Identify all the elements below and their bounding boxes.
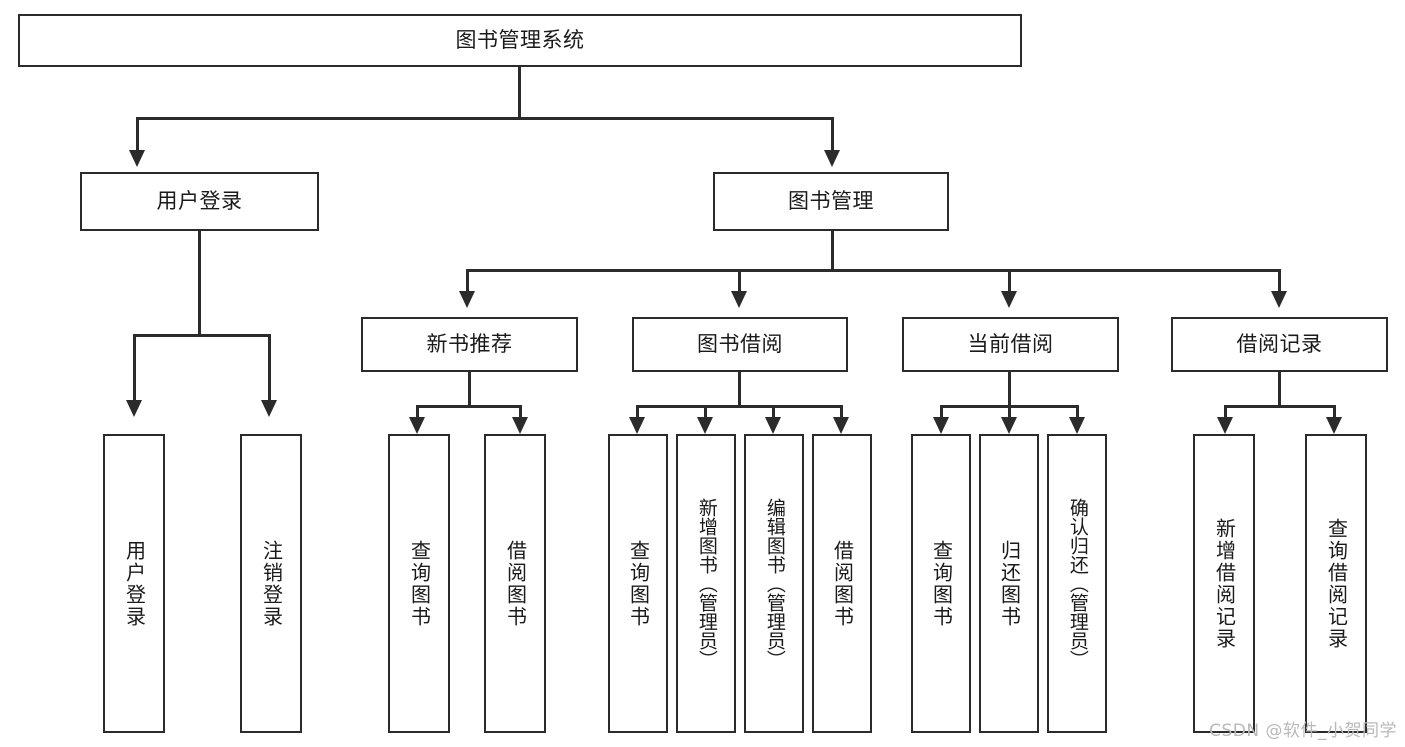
node-root-book-management-system[interactable]: 图书管理系统 [18,14,1022,67]
arrowhead-to-borrow-record [1271,291,1287,308]
arrowhead-to-login [126,400,142,417]
edge-current-borrow-stem [1008,372,1011,407]
node-label: 图书借阅 [697,331,783,356]
node-label: 注销登录 [259,539,284,628]
arrowhead-nb-query [409,417,425,434]
leaf-bb-add-book-admin[interactable]: 新增图书（管理员） [676,434,736,733]
node-label: 用户登录 [156,188,243,213]
edge-root-to-book-management [831,117,834,153]
edge-bb-to-borrow [840,405,843,419]
edge-user-login-bus [133,334,270,337]
arrowhead-bb-add [697,417,713,434]
edge-br-to-query [1333,405,1336,419]
node-book-management[interactable]: 图书管理 [713,172,949,231]
edge-bb-to-edit [772,405,775,419]
csdn-watermark: CSDN @软件_小贺同学 [1209,721,1397,741]
edge-book-management-bus [466,269,1280,272]
edge-root-to-user-login [136,117,139,153]
edge-bm-to-new-book [466,269,469,293]
arrowhead-nb-borrow [512,417,528,434]
edge-user-login-to-logout [268,334,271,402]
leaf-br-add-record[interactable]: 新增借阅记录 [1193,434,1255,733]
node-label: 新书推荐 [426,331,513,356]
node-label: 查询借阅记录 [1324,517,1349,650]
arrowhead-cb-return [1001,417,1017,434]
arrowhead-to-book-management [824,150,840,167]
edge-bb-to-query [636,405,639,419]
edge-user-login-stem [198,231,201,336]
node-label: 图书管理 [788,188,874,213]
edge-book-borrow-stem [738,372,741,407]
leaf-cb-return-book[interactable]: 归还图书 [979,434,1039,733]
node-label: 借阅图书 [503,539,528,628]
node-label: 借阅记录 [1236,331,1323,356]
leaf-bb-edit-book-admin[interactable]: 编辑图书（管理员） [744,434,804,733]
edge-book-borrow-bus [636,405,842,408]
node-label: 图书管理系统 [455,27,585,52]
edge-br-to-add [1224,405,1227,419]
node-label: 归还图书 [997,539,1022,628]
edge-new-book-bus [416,405,522,408]
arrowhead-to-new-book [459,291,475,308]
leaf-logout[interactable]: 注销登录 [240,434,302,733]
leaf-nb-query-book[interactable]: 查询图书 [388,434,450,733]
arrowhead-br-add [1217,417,1233,434]
arrowhead-bb-query [629,417,645,434]
arrowhead-cb-query [933,417,949,434]
edge-cb-to-query [940,405,943,419]
node-label: 确认归还（管理员） [1066,498,1089,669]
edge-cb-to-return [1008,405,1011,419]
leaf-cb-confirm-return-admin[interactable]: 确认归还（管理员） [1047,434,1107,733]
node-label: 查询图书 [626,539,651,628]
edge-new-book-stem [468,372,471,407]
edge-bm-to-book-borrow [738,269,741,293]
arrowhead-cb-confirm [1069,417,1085,434]
edge-bm-to-borrow-record [1278,269,1281,293]
edge-borrow-record-stem [1278,372,1281,407]
edge-new-book-to-borrow [519,405,522,419]
arrowhead-to-book-borrow [731,291,747,308]
edge-root-bus [136,117,834,120]
node-borrow-record[interactable]: 借阅记录 [1171,317,1388,372]
arrowhead-bb-edit [765,417,781,434]
edge-bb-to-add [704,405,707,419]
node-label: 编辑图书（管理员） [763,498,786,669]
edge-book-management-stem [831,231,834,272]
node-label: 当前借阅 [967,331,1054,356]
node-label: 查询图书 [929,539,954,628]
leaf-bb-borrow-book[interactable]: 借阅图书 [812,434,872,733]
node-label: 新增图书（管理员） [695,498,718,669]
edge-root-stem [518,67,521,117]
leaf-nb-borrow-book[interactable]: 借阅图书 [484,434,546,733]
edge-bm-to-current-borrow [1008,269,1011,293]
edge-new-book-to-query [416,405,419,419]
arrowhead-br-query [1326,417,1342,434]
node-new-book-recommend[interactable]: 新书推荐 [361,317,578,372]
node-label: 用户登录 [122,539,147,628]
arrowhead-bb-borrow [833,417,849,434]
arrowhead-to-logout [261,400,277,417]
edge-borrow-record-bus [1224,405,1336,408]
leaf-user-login[interactable]: 用户登录 [103,434,165,733]
node-book-borrow[interactable]: 图书借阅 [632,317,848,372]
arrowhead-to-current-borrow [1001,291,1017,308]
node-current-borrow[interactable]: 当前借阅 [902,317,1119,372]
edge-user-login-to-login [133,334,136,402]
arrowhead-to-user-login [129,150,145,167]
leaf-br-query-record[interactable]: 查询借阅记录 [1305,434,1367,733]
leaf-bb-query-book[interactable]: 查询图书 [608,434,668,733]
node-user-login[interactable]: 用户登录 [80,172,319,231]
node-label: 查询图书 [407,539,432,628]
node-label: 借阅图书 [830,539,855,628]
leaf-cb-query-book[interactable]: 查询图书 [911,434,971,733]
edge-cb-to-confirm [1076,405,1079,419]
node-label: 新增借阅记录 [1212,517,1237,650]
